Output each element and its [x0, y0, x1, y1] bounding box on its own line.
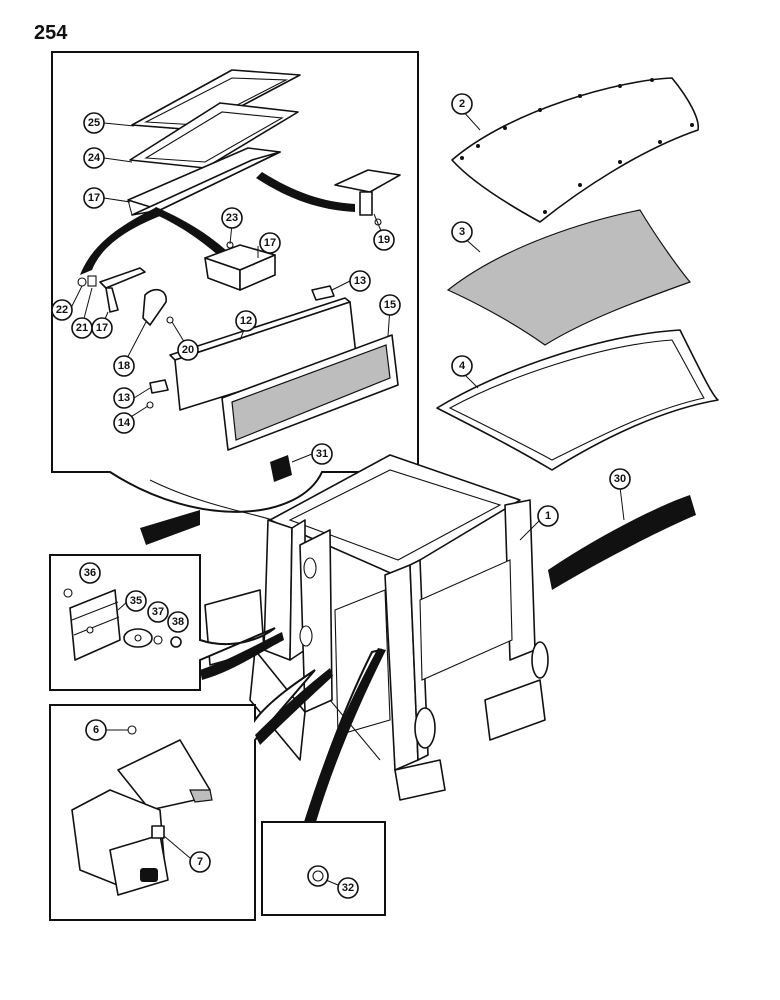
part-30-trim-strip: [548, 495, 696, 590]
part-24-seal: [129, 102, 299, 169]
svg-text:4: 4: [459, 360, 466, 372]
callout-13-top: 13: [349, 270, 371, 292]
part-25-frame: [131, 69, 301, 131]
svg-text:20: 20: [182, 344, 194, 356]
part-35-bracket: [69, 589, 121, 661]
part-18-latch: [142, 288, 174, 326]
part-12-plate: [169, 297, 357, 411]
svg-text:3: 3: [459, 226, 465, 238]
callout-36: 36: [79, 562, 101, 584]
callout-31: 31: [311, 443, 333, 465]
svg-text:1: 1: [545, 510, 551, 522]
arrow-panel-bracket: [200, 632, 284, 680]
svg-text:17: 17: [88, 192, 100, 204]
callout-35: 35: [125, 590, 147, 612]
svg-text:7: 7: [197, 856, 203, 868]
callout-7: 7: [189, 851, 211, 873]
arrow-panel-cover: [255, 668, 333, 745]
part-1-cab-frame: [204, 454, 549, 801]
part-3-insulation: [446, 209, 692, 346]
svg-text:37: 37: [152, 606, 164, 618]
svg-text:13: 13: [118, 392, 130, 404]
part-35-plate: [123, 628, 153, 648]
callout-22: 22: [51, 299, 73, 321]
svg-text:36: 36: [84, 567, 96, 579]
callout-6: 6: [85, 719, 107, 741]
callout-25: 25: [83, 112, 105, 134]
arrow-panel-plug: [305, 648, 386, 822]
callout-3: 3: [451, 221, 473, 243]
svg-text:2: 2: [459, 98, 465, 110]
part-cover-plate: [117, 739, 213, 811]
part-17-channel: [127, 147, 281, 216]
svg-text:18: 18: [118, 360, 130, 372]
callout-37: 37: [147, 601, 169, 623]
svg-text:17: 17: [96, 322, 108, 334]
callout-14: 14: [113, 412, 135, 434]
part-32-plug: [307, 865, 329, 887]
callout-30: 30: [609, 468, 631, 490]
svg-text:31: 31: [316, 448, 328, 460]
svg-text:32: 32: [342, 882, 354, 894]
callout-17-center: 17: [259, 232, 281, 254]
part-13-clip-top: [311, 285, 335, 301]
callout-4: 4: [451, 355, 473, 377]
part-19-bracket: [334, 169, 401, 226]
part-38-nut: [170, 636, 182, 648]
callout-15: 15: [379, 294, 401, 316]
svg-text:22: 22: [56, 304, 68, 316]
callout-20: 20: [177, 339, 199, 361]
svg-text:6: 6: [93, 724, 99, 736]
svg-text:14: 14: [118, 417, 131, 429]
callout-21: 21: [71, 317, 93, 339]
part-6-screw: [127, 725, 137, 735]
arrow-center: [150, 207, 226, 255]
part-31-trim-strip: [140, 455, 292, 545]
detail-panel-bracket: [49, 554, 276, 691]
svg-text:24: 24: [88, 152, 101, 164]
part-17-handle: [77, 267, 146, 313]
callout-17-left: 17: [91, 317, 113, 339]
callout-1: 1: [537, 505, 559, 527]
svg-text:17: 17: [264, 237, 276, 249]
callout-18: 18: [113, 355, 135, 377]
callout-32: 32: [337, 877, 359, 899]
arrow-left: [80, 208, 160, 275]
svg-text:21: 21: [76, 322, 88, 334]
arrow-right: [256, 172, 355, 212]
svg-text:19: 19: [378, 234, 390, 246]
callout-24: 24: [83, 147, 105, 169]
svg-text:12: 12: [240, 315, 252, 327]
svg-text:38: 38: [172, 616, 184, 628]
svg-text:15: 15: [384, 299, 396, 311]
callout-17-top: 17: [83, 187, 105, 209]
svg-text:13: 13: [354, 275, 366, 287]
callout-19: 19: [373, 229, 395, 251]
part-37-washer: [153, 635, 163, 645]
part-4-headliner-seal: [436, 329, 719, 471]
part-15-filter: [221, 334, 399, 451]
callout-13-bottom: 13: [113, 387, 135, 409]
svg-text:25: 25: [88, 117, 100, 129]
part-cover-housing: [71, 789, 169, 896]
part-13-clip-bottom: [146, 379, 169, 409]
callout-12: 12: [235, 310, 257, 332]
svg-text:35: 35: [130, 595, 142, 607]
callout-23: 23: [221, 207, 243, 229]
svg-text:23: 23: [226, 212, 238, 224]
part-2-roof-panel: [451, 77, 699, 223]
callout-38: 38: [167, 611, 189, 633]
callout-2: 2: [451, 93, 473, 115]
part-7-nut: [151, 825, 165, 839]
part-36-bolt: [63, 588, 73, 598]
page-number: 254: [34, 22, 68, 44]
svg-text:30: 30: [614, 473, 626, 485]
